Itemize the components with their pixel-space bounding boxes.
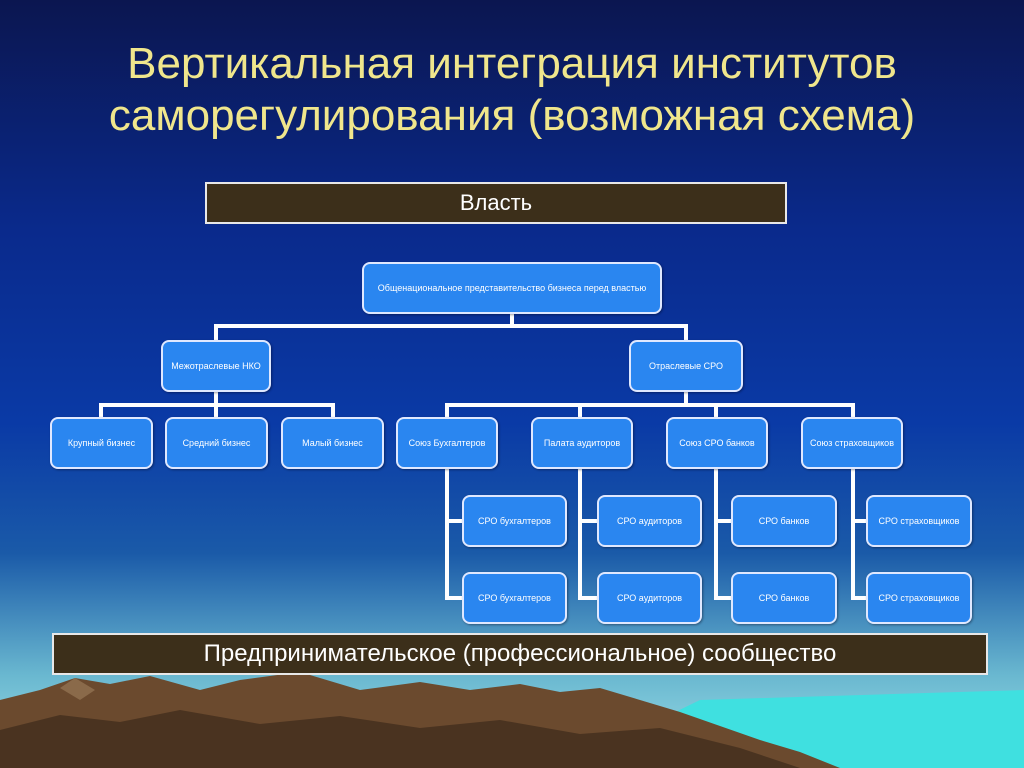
node-sro-banks: СРО банков (731, 572, 837, 624)
node-sro-accountants: СРО бухгалтеров (462, 572, 567, 624)
node-union-sro-banks: Союз СРО банков (666, 417, 768, 469)
node-sro-auditors: СРО аудиторов (597, 572, 702, 624)
node-sro-banks: СРО банков (731, 495, 837, 547)
node-large-business: Крупный бизнес (50, 417, 153, 469)
node-small-business: Малый бизнес (281, 417, 384, 469)
business-community-bar: Предпринимательское (профессиональное) с… (52, 633, 988, 675)
authority-bar: Власть (205, 182, 787, 224)
mountain-highlight (60, 678, 95, 700)
node-sro-insurers: СРО страховщиков (866, 495, 972, 547)
node-sro-accountants: СРО бухгалтеров (462, 495, 567, 547)
node-union-accountants: Союз Бухгалтеров (396, 417, 498, 469)
mountain-shadow (0, 710, 800, 768)
node-sro-auditors: СРО аудиторов (597, 495, 702, 547)
node-intersectoral-nko: Межотраслевые НКО (161, 340, 271, 392)
node-medium-business: Средний бизнес (165, 417, 268, 469)
node-chamber-auditors: Палата аудиторов (531, 417, 633, 469)
business-community-label: Предпринимательское (профессиональное) с… (203, 640, 837, 667)
slide-title: Вертикальная интеграция институтов самор… (108, 39, 916, 140)
node-sro-insurers: СРО страховщиков (866, 572, 972, 624)
node-national-representation: Общенациональное представительство бизне… (362, 262, 662, 314)
node-sectoral-sro: Отраслевые СРО (629, 340, 743, 392)
node-union-insurers: Союз страховщиков (801, 417, 903, 469)
authority-label: Власть (459, 190, 533, 215)
